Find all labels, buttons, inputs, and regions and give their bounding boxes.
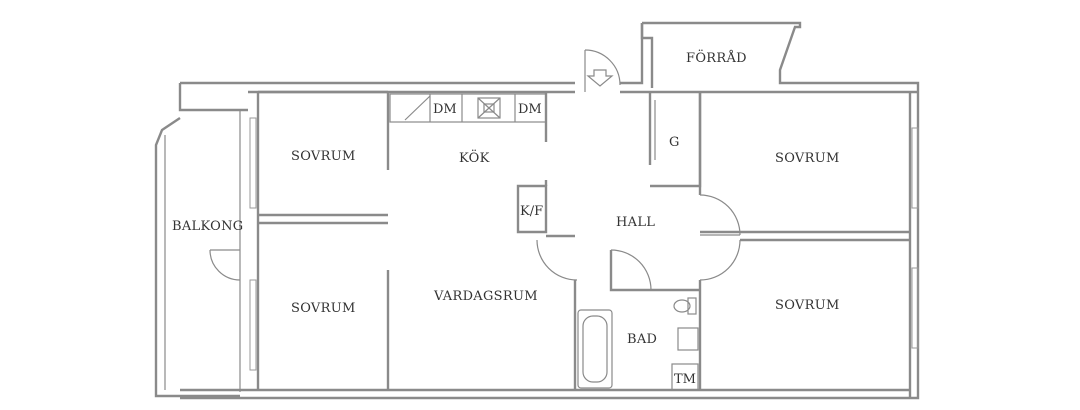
- room-label-sovrum-top-left: SOVRUM: [291, 149, 356, 164]
- room-label-vardagsrum: VARDAGSRUM: [433, 289, 538, 304]
- entrance: [584, 49, 621, 92]
- right-bedrooms: [698, 92, 919, 390]
- outer-walls: [178, 21, 920, 400]
- balcony: [154, 110, 241, 398]
- hall-closet: [516, 180, 700, 390]
- room-label-balkong: BALKONG: [172, 219, 243, 234]
- fixture-label-dm-right: DM: [518, 102, 542, 117]
- room-label-hall: HALL: [616, 215, 655, 230]
- room-label-sovrum-bottom-left: SOVRUM: [291, 301, 356, 316]
- fixture-label-dm-left: DM: [433, 102, 457, 117]
- left-bedrooms: [249, 90, 390, 390]
- room-label-bad: BAD: [627, 332, 657, 347]
- room-label-g: G: [669, 135, 680, 150]
- fixture-label-tm: TM: [674, 372, 696, 387]
- room-label-sovrum-top-right: SOVRUM: [775, 151, 840, 166]
- kitchen-counter: [389, 92, 548, 142]
- bathroom: [577, 297, 699, 391]
- room-label-kf: K/F: [520, 204, 543, 219]
- room-label-kok: KÖK: [459, 149, 490, 166]
- room-label-sovrum-bottom-right: SOVRUM: [775, 298, 840, 313]
- room-label-forrad: FÖRRÅD: [686, 49, 747, 66]
